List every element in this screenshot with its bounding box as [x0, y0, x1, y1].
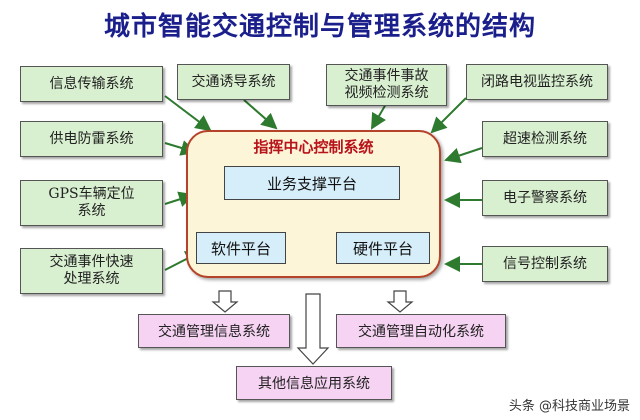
label-traffic-mgmt-automation: 交通管理自动化系统: [358, 324, 484, 340]
hollow-arrow-left: [211, 290, 239, 313]
label-gps-line1: GPS车辆定位: [48, 186, 135, 202]
label-cctv: 闭路电视监控系统: [481, 73, 593, 90]
arrow-top-1: [243, 99, 278, 130]
label-speed-detection: 超速检测系统: [503, 130, 587, 147]
box-traffic-mgmt-automation: 交通管理自动化系统: [336, 314, 506, 348]
label-video-line1: 交通事件事故: [344, 68, 429, 84]
box-signal-control: 信号控制系统: [482, 246, 608, 282]
label-gps-line2: 系统: [77, 203, 106, 219]
hollow-arrow-center: [296, 293, 330, 365]
label-incident-line1: 交通事件快速: [49, 254, 134, 270]
box-electronic-police: 电子警察系统: [482, 180, 608, 216]
box-traffic-guidance: 交通诱导系统: [177, 64, 290, 100]
label-electronic-police: 电子警察系统: [503, 189, 587, 206]
box-software-platform: 软件平台: [196, 232, 286, 264]
box-traffic-mgmt-info: 交通管理信息系统: [138, 314, 290, 348]
label-info-transmission: 信息传输系统: [49, 75, 134, 92]
box-power-lightning: 供电防雷系统: [20, 121, 163, 157]
label-video-line2: 视频检测系统: [344, 85, 429, 101]
box-cctv: 闭路电视监控系统: [466, 64, 608, 100]
label-traffic-guidance: 交通诱导系统: [191, 73, 276, 90]
label-software-platform: 软件平台: [210, 239, 271, 258]
label-signal-control: 信号控制系统: [503, 255, 587, 272]
box-hardware-platform: 硬件平台: [336, 232, 430, 264]
label-power-lightning: 供电防雷系统: [49, 130, 134, 147]
box-incident-handling: 交通事件快速 处理系统: [20, 248, 163, 294]
command-center-title: 指挥中心控制系统: [253, 138, 374, 156]
arrow-top-2: [370, 103, 387, 130]
arrow-right-2: [444, 147, 483, 164]
label-traffic-mgmt-info: 交通管理信息系统: [158, 324, 270, 340]
box-other-info-apps: 其他信息应用系统: [236, 366, 392, 400]
arrow-right-1: [430, 97, 467, 134]
label-business-support: 业务支撑平台: [266, 174, 357, 193]
box-info-transmission: 信息传输系统: [20, 66, 163, 102]
box-video-detection: 交通事件事故 视频检测系统: [326, 64, 447, 106]
watermark-text: 头条 @科技商业场景: [508, 399, 630, 414]
label-other-info-apps: 其他信息应用系统: [258, 376, 370, 392]
box-gps-positioning: GPS车辆定位 系统: [20, 180, 163, 226]
hollow-arrow-right: [386, 290, 414, 313]
label-hardware-platform: 硬件平台: [352, 239, 413, 258]
label-incident-line2: 处理系统: [63, 271, 120, 287]
box-speed-detection: 超速检测系统: [482, 121, 608, 157]
box-business-support: 业务支撑平台: [224, 166, 400, 200]
arrow-left-1: [164, 95, 212, 132]
diagram-title: 城市智能交通控制与管理系统的结构: [103, 12, 536, 42]
